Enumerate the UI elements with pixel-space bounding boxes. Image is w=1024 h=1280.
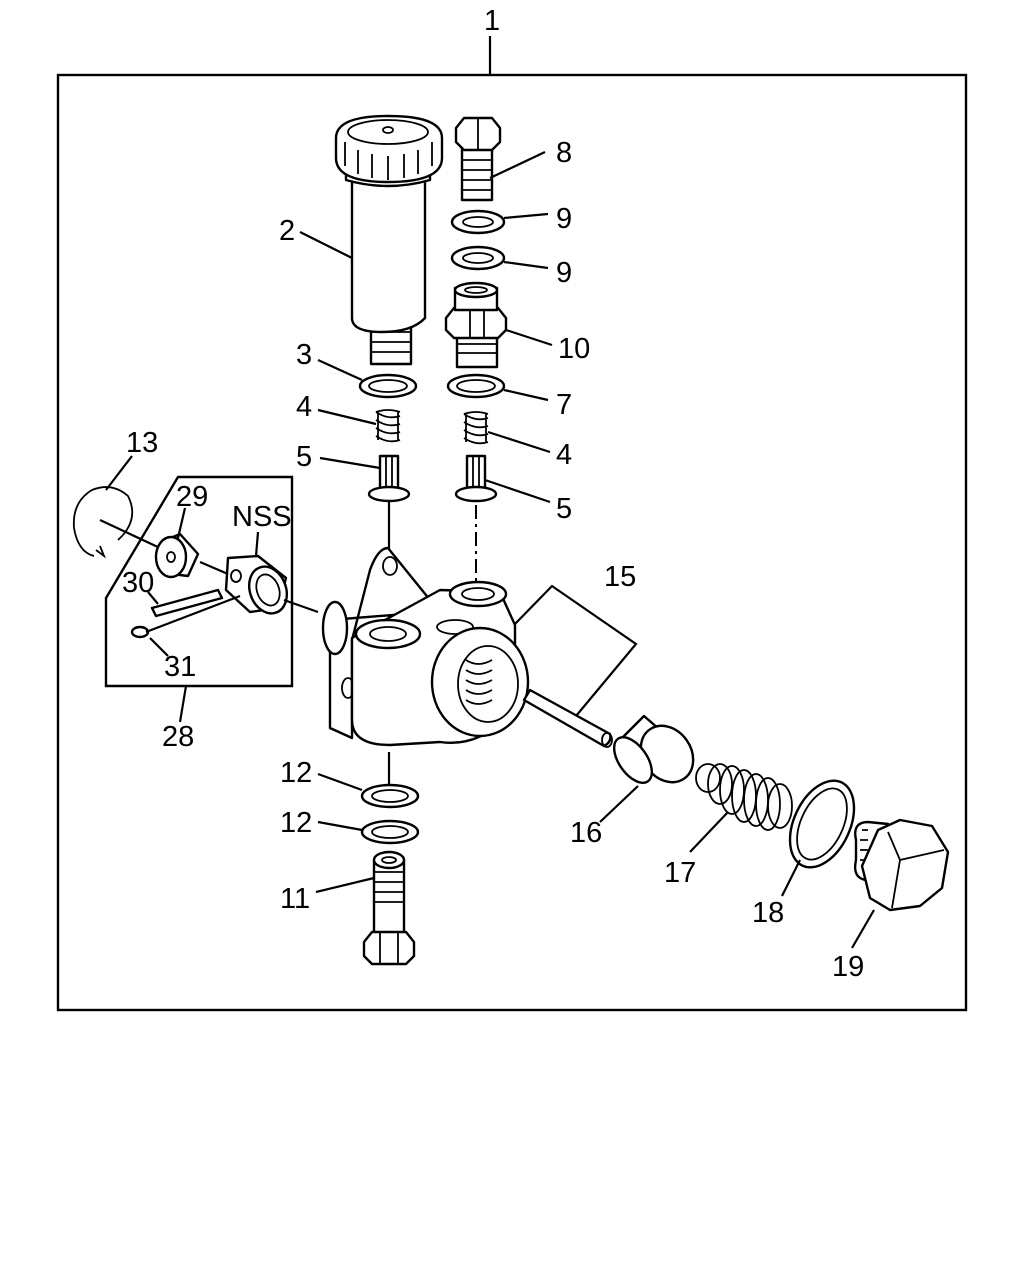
callout-29: 29: [176, 481, 208, 513]
callout-3: 3: [296, 339, 312, 371]
part-5-valve-left[interactable]: [367, 454, 411, 503]
part-4-spring-left[interactable]: [375, 409, 401, 443]
callout-18: 18: [752, 897, 784, 929]
part-13-snap-ring[interactable]: [72, 486, 134, 559]
part-8-eye-bolt[interactable]: [454, 116, 502, 202]
callout-5-right: 5: [556, 493, 572, 525]
part-3-gasket[interactable]: [358, 373, 418, 399]
callout-15: 15: [604, 561, 636, 593]
part-15-bracket: [513, 584, 638, 717]
callout-16: 16: [570, 817, 602, 849]
part-9-washer-upper[interactable]: [450, 209, 506, 235]
callout-30: 30: [122, 567, 154, 599]
part-4-spring-right[interactable]: [463, 411, 489, 445]
callout-31: 31: [164, 651, 196, 683]
part-7-gasket[interactable]: [446, 373, 506, 399]
callout-7: 7: [556, 389, 572, 421]
nss-tappet[interactable]: [224, 554, 293, 619]
part-18-gasket[interactable]: [777, 770, 867, 877]
part-29-roller[interactable]: [154, 532, 200, 579]
assembly-frame: [56, 73, 968, 1012]
callout-12-lower: 12: [280, 807, 312, 839]
part-10-connector[interactable]: [444, 281, 508, 369]
callout-13: 13: [126, 427, 158, 459]
part-15-pin[interactable]: [522, 688, 613, 748]
callout-nss: NSS: [232, 501, 292, 533]
callout-9-lower: 9: [556, 257, 572, 289]
part-19-plug[interactable]: [853, 818, 950, 912]
callout-28: 28: [162, 721, 194, 753]
callout-10: 10: [558, 333, 590, 365]
callout-17: 17: [664, 857, 696, 889]
part-9-washer-lower[interactable]: [450, 245, 506, 271]
part-31-pin[interactable]: [130, 594, 241, 639]
part-12-washer-upper[interactable]: [360, 783, 420, 809]
part-11-eye-bolt[interactable]: [362, 850, 416, 966]
part-17-spring[interactable]: [695, 763, 793, 831]
callout-1: 1: [484, 5, 500, 37]
callout-2: 2: [279, 215, 295, 247]
part-5-valve-right[interactable]: [454, 454, 498, 503]
callout-5-left: 5: [296, 441, 312, 473]
callout-19: 19: [832, 951, 864, 983]
callout-4-left: 4: [296, 391, 312, 423]
subassembly-28-frame: [104, 475, 294, 688]
part-16-sleeve[interactable]: [607, 714, 704, 793]
part-15-pump-body[interactable]: [321, 546, 530, 747]
part-30-pin[interactable]: [150, 588, 224, 618]
callout-4-right: 4: [556, 439, 572, 471]
callout-11: 11: [280, 883, 310, 915]
part-12-washer-lower[interactable]: [360, 819, 420, 845]
callout-9-upper: 9: [556, 203, 572, 235]
part-2-priming-pump[interactable]: [334, 114, 444, 366]
callout-12-upper: 12: [280, 757, 312, 789]
callout-8: 8: [556, 137, 572, 169]
